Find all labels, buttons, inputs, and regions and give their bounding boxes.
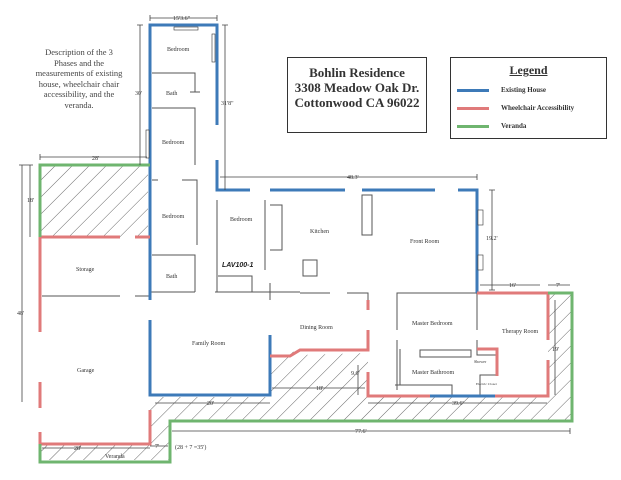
dimension-lines [19,15,571,449]
room-bedroom-2: Bedroom [162,140,185,146]
room-bath-2: Bath [166,274,177,280]
title-name: Bohlin Residence [309,65,405,80]
veranda-hatch [40,166,571,460]
legend-label: Existing House [501,86,546,94]
veranda-walls [38,163,574,464]
dim-wing-right: 31'8" [221,101,234,107]
dim-master: 39.6' [452,401,464,407]
room-labels: Bedroom Bath Bedroom Bedroom Bedroom Bat… [76,47,538,460]
room-storage: Storage [76,267,95,273]
room-garage: Garage [77,368,95,374]
room-therapy-room: Therapy Room [502,329,538,335]
handwritten-note: LAV100-1 [222,262,253,269]
green-swatch [457,124,489,128]
room-master-bedroom: Master Bedroom [412,321,453,327]
title-address: 3308 Meadow Oak Dr. [294,80,420,95]
legend-label: Wheelchair Accessibility [501,104,575,112]
dim-total-bottom: 77.6' [355,429,367,435]
dim-left-total: 48' [17,311,24,317]
room-bath-1: Bath [166,91,177,97]
dim-house-top: 48.3' [347,175,359,181]
dim-therapy-side: 19' [552,347,559,353]
legend-item-existing-house: Existing House [457,86,546,94]
room-kitchen: Kitchen [310,229,329,235]
red-swatch [457,106,489,110]
legend-item-veranda: Veranda [457,122,526,130]
description-text: Description of the 3 Phases and the meas… [35,47,123,110]
room-bedroom-4: Bedroom [230,217,253,223]
legend-title: Legend [509,63,548,77]
dim-therapy-top: 16' [509,283,516,289]
dim-veranda-bottom: 28' [74,446,81,452]
blue-swatch [457,88,489,92]
room-bedroom-1: Bedroom [167,47,190,53]
legend-label: Veranda [501,122,527,130]
existing-house-walls [145,23,495,398]
room-veranda: Veranda [105,454,125,460]
dim-front-room: 19.2' [486,236,498,242]
dim-wing-left: 30' [135,91,142,97]
dim-veranda-right: 7' [556,283,560,289]
title-city: Cottonwood CA 96022 [294,95,420,110]
dim-top-left: 28' [92,156,99,162]
dim-left-upper: 18' [27,198,34,204]
dim-dining: 18' [316,386,323,392]
dimension-labels: 15'3.6" 30' 31'8" 28' 18' 48' 48.3' 19.2… [17,16,560,452]
room-shower: Shower [474,359,487,364]
room-master-bathroom: Master Bathroom [412,370,454,376]
legend-item-wheelchair: Wheelchair Accessibility [457,104,574,112]
dim-dining-step: 9.6' [351,371,360,377]
dim-family-room: 20' [207,401,214,407]
room-dining-room: Dining Room [300,325,333,331]
dim-veranda-step: 7' [155,444,159,450]
room-closet: Electric Closet [476,382,497,386]
title-box: Bohlin Residence 3308 Meadow Oak Dr. Cot… [287,57,427,133]
room-bedroom-3: Bedroom [162,214,185,220]
dim-wing-width: 15'3.6" [173,16,191,22]
interior-walls [42,72,498,397]
legend: Legend Existing House Wheelchair Accessi… [450,57,607,139]
dim-veranda-note: (28 + 7 =35') [175,444,206,451]
room-front-room: Front Room [410,239,440,245]
room-family-room: Family Room [192,341,226,347]
